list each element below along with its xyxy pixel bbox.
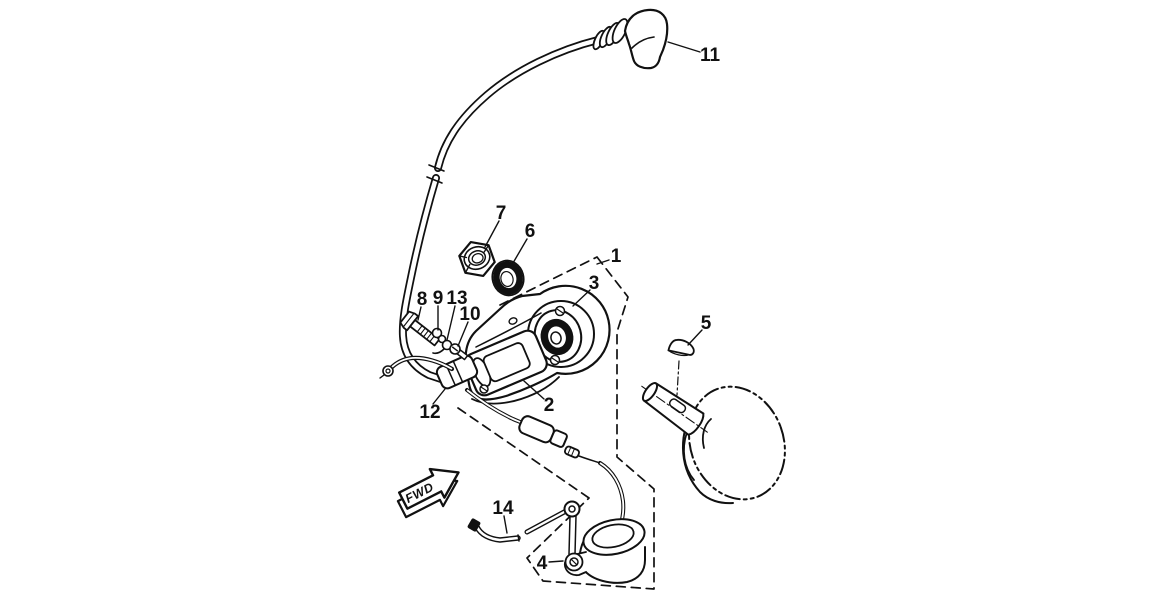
mount-screw-washer bbox=[564, 552, 584, 572]
callout-1: 1 bbox=[611, 246, 622, 267]
cdi-unit bbox=[563, 518, 646, 584]
callout-8: 8 bbox=[417, 289, 428, 310]
callout-2: 2 bbox=[544, 395, 555, 416]
flywheel-phantom bbox=[682, 385, 786, 505]
callout-14: 14 bbox=[492, 498, 514, 519]
callout-10: 10 bbox=[459, 304, 480, 325]
leader-lines bbox=[417, 41, 703, 563]
plain-washer bbox=[491, 259, 525, 297]
small-washers bbox=[431, 327, 447, 344]
callout-6: 6 bbox=[525, 221, 536, 242]
fwd-arrow: FWD bbox=[396, 467, 460, 519]
breather-tube bbox=[467, 518, 521, 543]
callout-5: 5 bbox=[701, 313, 712, 334]
callout-12: 12 bbox=[419, 402, 440, 423]
pan-screw bbox=[449, 343, 469, 361]
callouts: 1 2 3 4 5 6 7 8 9 10 11 12 13 14 bbox=[417, 45, 721, 574]
lead-wire-eyelet bbox=[379, 355, 455, 379]
callout-9: 9 bbox=[433, 288, 444, 309]
callout-7: 7 bbox=[496, 203, 507, 224]
woodruff-key bbox=[667, 338, 695, 396]
callout-4: 4 bbox=[537, 553, 548, 574]
callout-3: 3 bbox=[589, 273, 600, 294]
spark-plug-wire bbox=[398, 36, 602, 385]
ignition-coil bbox=[464, 329, 548, 397]
pickup-bolt bbox=[399, 310, 441, 347]
callout-11: 11 bbox=[700, 45, 721, 66]
cdi-wire bbox=[598, 461, 626, 528]
flywheel-nut bbox=[458, 241, 496, 277]
callout-13: 13 bbox=[446, 288, 467, 309]
crankshaft bbox=[641, 382, 708, 436]
coil-wire-connector bbox=[465, 388, 601, 464]
rod-link bbox=[524, 500, 581, 555]
spark-plug-cap bbox=[592, 8, 669, 70]
